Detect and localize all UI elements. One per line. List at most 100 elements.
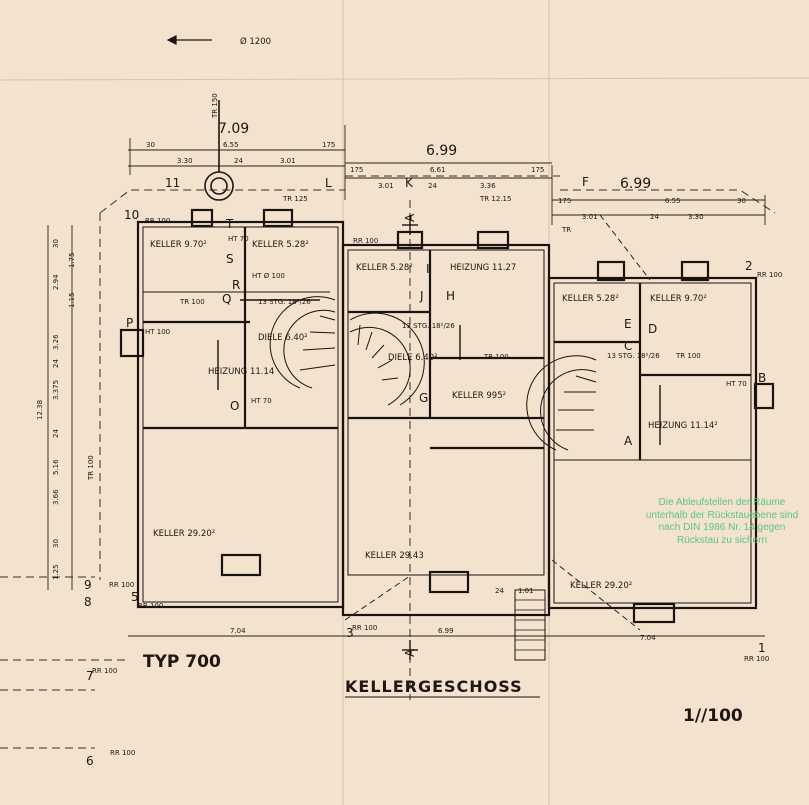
dim-mid-part-3: 175 — [531, 166, 544, 174]
svg-text:2: 2 — [745, 259, 753, 273]
room-right-keller-2: KELLER 9.70² — [650, 294, 707, 304]
vertical-dimensions: 30 1.75 2.94 1.15 3.26 24 3.375 24 5.16 … — [36, 93, 219, 580]
room-left-keller-big: KELLER 29.20² — [153, 529, 215, 539]
room-left-keller-1: KELLER 9.70² — [150, 240, 207, 250]
svg-text:5: 5 — [131, 590, 139, 604]
svg-text:RR 100: RR 100 — [744, 655, 769, 663]
drain-pipes — [217, 299, 661, 445]
svg-text:24: 24 — [52, 429, 60, 438]
dim-right-part-3: 30 — [737, 197, 746, 205]
svg-text:TR 100: TR 100 — [179, 298, 205, 306]
svg-text:K: K — [405, 176, 414, 190]
dim-right-part-2: 6.55 — [665, 197, 681, 205]
dim-left-total: 7.09 — [218, 121, 249, 137]
svg-text:12.38: 12.38 — [36, 400, 44, 420]
svg-text:O: O — [230, 399, 239, 413]
drainage-note: Die Ableufstellen der Räume unterhalb de… — [645, 497, 799, 546]
room-right-keller-big: KELLER 29.20² — [570, 581, 632, 591]
svg-text:TR 100: TR 100 — [483, 353, 509, 361]
dim-mid-sub-1: 3.01 — [378, 182, 394, 190]
section-a-bottom: A — [403, 648, 417, 657]
svg-text:HT Ø 100: HT Ø 100 — [252, 272, 285, 280]
dim-left-sub-2: 24 — [234, 157, 243, 165]
pipe-tags: RR 100 TR 100 TR 125 TR 12.15 TR HT 70 H… — [92, 195, 782, 757]
room-mid-keller-2: KELLER 995² — [452, 391, 506, 401]
dim-bottom-3: 7.04 — [640, 634, 656, 642]
drawing-title: KELLERGESCHOSS — [345, 677, 523, 696]
svg-text:3.66: 3.66 — [52, 489, 60, 505]
dim-bottom-small-2: 1.01 — [518, 587, 534, 595]
svg-text:1.15: 1.15 — [68, 292, 76, 308]
room-mid-keller-1: KELLER 5.28² — [356, 263, 413, 273]
svg-text:8: 8 — [84, 595, 92, 609]
svg-text:7: 7 — [86, 669, 94, 683]
pipe-label: Ø 1200 — [240, 36, 271, 47]
svg-text:TR 100: TR 100 — [675, 352, 701, 360]
svg-text:9: 9 — [84, 578, 92, 592]
svg-text:6: 6 — [86, 754, 94, 768]
section-a-top: A — [403, 213, 417, 222]
svg-text:HT 100: HT 100 — [145, 328, 170, 336]
svg-text:F: F — [582, 175, 589, 189]
svg-text:2.94: 2.94 — [52, 274, 60, 290]
lot-lines — [0, 175, 776, 749]
svg-text:HT 70: HT 70 — [228, 235, 249, 243]
svg-text:RR 100: RR 100 — [109, 581, 134, 589]
svg-text:I: I — [426, 262, 430, 276]
dim-mid-part-2: 6.61 — [430, 166, 446, 174]
svg-text:RR 100: RR 100 — [92, 667, 117, 675]
dim-mid-sub-2: 24 — [428, 182, 437, 190]
svg-text:B: B — [758, 371, 766, 385]
svg-text:RR 100: RR 100 — [352, 624, 377, 632]
svg-text:3: 3 — [346, 626, 354, 640]
svg-text:T: T — [225, 217, 234, 231]
house-right — [547, 260, 775, 624]
svg-text:3.26: 3.26 — [52, 334, 60, 350]
svg-text:G: G — [419, 391, 428, 405]
svg-text:L: L — [325, 176, 332, 190]
svg-text:1.75: 1.75 — [68, 252, 76, 268]
room-mid-heizung: HEIZUNG 11.27 — [450, 263, 516, 273]
svg-text:H: H — [446, 289, 455, 303]
dim-right-sub-3: 3.30 — [688, 213, 704, 221]
dimension-lines — [47, 125, 766, 637]
stair-right-label: 13 STG. 18²/26 — [607, 352, 660, 360]
svg-text:TR 125: TR 125 — [282, 195, 308, 203]
svg-text:R: R — [232, 278, 240, 292]
svg-text:A: A — [624, 434, 633, 448]
dim-mid-sub-3: 3.36 — [480, 182, 496, 190]
dim-left-part-2: 6.55 — [223, 141, 239, 149]
dim-right-total: 6.99 — [620, 176, 651, 192]
svg-text:RR 100: RR 100 — [145, 217, 170, 225]
house-left — [119, 208, 345, 609]
dim-bottom-small-1: 24 — [495, 587, 504, 595]
svg-text:RR 100: RR 100 — [138, 602, 163, 610]
svg-text:P: P — [126, 316, 133, 330]
svg-text:30: 30 — [52, 239, 60, 248]
svg-text:24: 24 — [52, 359, 60, 368]
room-mid-diele: DIELE 6.40² — [388, 353, 438, 363]
svg-text:TR 100: TR 100 — [87, 455, 95, 481]
dim-bottom-2: 6.99 — [438, 627, 454, 635]
dim-right-part-1: 175 — [558, 197, 571, 205]
svg-text:E: E — [624, 317, 632, 331]
svg-text:3.375: 3.375 — [52, 380, 60, 400]
dim-left-sub-3: 3.01 — [280, 157, 296, 165]
svg-text:RR 100: RR 100 — [110, 749, 135, 757]
dim-left-sub-1: 3.30 — [177, 157, 193, 165]
dim-right-sub-1: 3.01 — [582, 213, 598, 221]
type-label: TYP 700 — [143, 652, 221, 672]
svg-text:HT 70: HT 70 — [726, 380, 747, 388]
svg-text:TR 150: TR 150 — [211, 93, 219, 119]
svg-text:1.25: 1.25 — [52, 564, 60, 580]
svg-text:5.16: 5.16 — [52, 459, 60, 475]
svg-text:1: 1 — [758, 641, 766, 655]
room-right-heizung: HEIZUNG 11.14² — [648, 421, 718, 431]
dim-left-part-1: 30 — [146, 141, 155, 149]
svg-text:30: 30 — [52, 539, 60, 548]
stair-left — [269, 296, 336, 389]
stair-right — [526, 355, 597, 451]
pipe-manhole — [204, 100, 234, 201]
